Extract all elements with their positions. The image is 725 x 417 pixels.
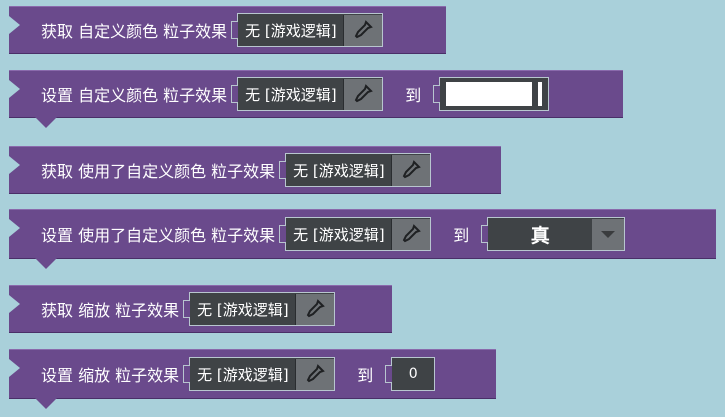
to-label: 到 [405, 86, 422, 105]
object-slot[interactable]: 无 [游戏逻辑] [279, 153, 432, 187]
object-value: 无 [游戏逻辑] [293, 225, 385, 244]
object-slot[interactable]: 无 [游戏逻辑] [183, 292, 336, 326]
block-label: 获取 缩放 粒子效果 [41, 301, 180, 320]
chevron-down-icon[interactable] [592, 218, 625, 250]
set-custom-color-block[interactable]: 设置 自定义颜色 粒子效果 无 [游戏逻辑] 到 [9, 70, 623, 128]
eyedropper-icon[interactable] [391, 218, 431, 250]
eyedropper-icon[interactable] [295, 293, 335, 325]
object-slot[interactable]: 无 [游戏逻辑] [279, 217, 432, 251]
set-use-custom-color-block[interactable]: 设置 使用了自定义颜色 粒子效果 无 [游戏逻辑] 到 真 [9, 209, 716, 269]
block-label: 获取 自定义颜色 粒子效果 [41, 22, 228, 41]
object-value: 无 [游戏逻辑] [197, 365, 289, 384]
object-value: 无 [游戏逻辑] [197, 300, 289, 319]
object-value: 无 [游戏逻辑] [245, 85, 337, 104]
block-label: 设置 缩放 粒子效果 [41, 366, 180, 385]
object-slot[interactable]: 无 [游戏逻辑] [231, 13, 384, 47]
number-value: 0 [408, 366, 418, 382]
eyedropper-icon[interactable] [343, 78, 383, 110]
block-label: 设置 自定义颜色 粒子效果 [41, 86, 228, 105]
object-slot[interactable]: 无 [游戏逻辑] [183, 357, 336, 391]
color-value-slot[interactable] [433, 77, 550, 111]
eyedropper-icon[interactable] [391, 154, 431, 186]
object-value: 无 [游戏逻辑] [245, 21, 337, 40]
set-scale-block[interactable]: 设置 缩放 粒子效果 无 [游戏逻辑] 到 0 [9, 349, 496, 409]
number-input[interactable]: 0 [385, 357, 436, 391]
eyedropper-icon[interactable] [295, 358, 335, 390]
block-label: 设置 使用了自定义颜色 粒子效果 [41, 226, 276, 245]
eyedropper-icon[interactable] [343, 14, 383, 46]
color-swatch[interactable] [446, 82, 533, 106]
block-label: 获取 使用了自定义颜色 粒子效果 [41, 162, 276, 181]
to-label: 到 [453, 226, 470, 245]
object-slot[interactable]: 无 [游戏逻辑] [231, 77, 384, 111]
to-label: 到 [357, 366, 374, 385]
object-value: 无 [游戏逻辑] [293, 161, 385, 180]
boolean-dropdown[interactable]: 真 [481, 217, 626, 251]
get-scale-block[interactable]: 获取 缩放 粒子效果 无 [游戏逻辑] [9, 285, 392, 333]
get-custom-color-block[interactable]: 获取 自定义颜色 粒子效果 无 [游戏逻辑] [9, 6, 446, 54]
boolean-value: 真 [530, 224, 550, 247]
get-use-custom-color-block[interactable]: 获取 使用了自定义颜色 粒子效果 无 [游戏逻辑] [9, 146, 501, 194]
color-swatch-edge [538, 82, 543, 106]
